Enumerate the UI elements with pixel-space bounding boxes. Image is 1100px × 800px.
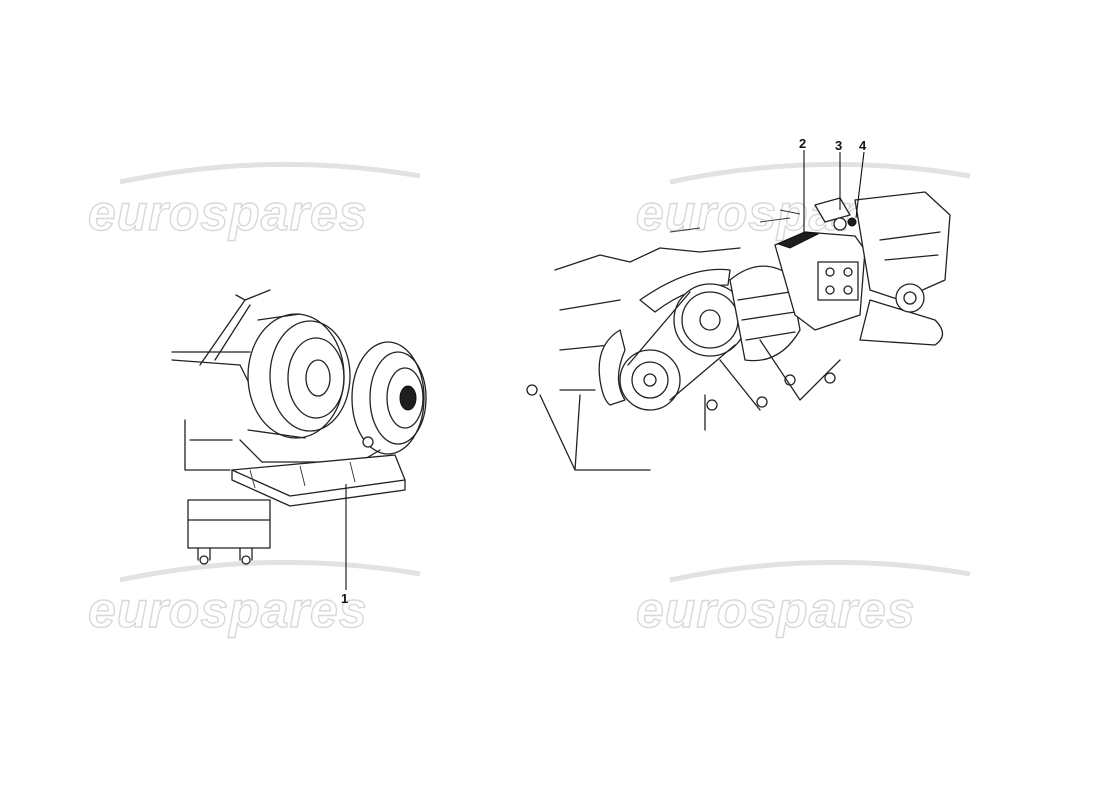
watermark-top-left: eurospares [87, 161, 421, 242]
second-pulley [351, 341, 425, 455]
svg-text:eurospares: eurospares [88, 582, 368, 638]
callout-2: 2 [799, 136, 806, 233]
alternator [729, 265, 801, 362]
svg-text:2: 2 [799, 136, 806, 151]
svg-text:1: 1 [341, 591, 348, 606]
svg-text:eurospares: eurospares [636, 185, 916, 241]
mounting-stud [814, 197, 851, 223]
callout-1: 1 [341, 484, 348, 606]
watermark-top-right: eurospares [635, 161, 971, 242]
tensioner-arm [859, 299, 944, 346]
right-engine-assembly [526, 191, 951, 471]
svg-text:eurospares: eurospares [636, 582, 916, 638]
washer-nut [833, 217, 847, 231]
watermark-bottom-left: eurospares [87, 559, 421, 639]
left-pulley-assembly [171, 289, 427, 565]
callout-3: 3 [835, 138, 842, 210]
drive-belt [627, 291, 736, 401]
callout-4: 4 [855, 138, 867, 219]
watermark-bottom-right: eurospares [635, 559, 971, 639]
mount-block [187, 499, 271, 549]
svg-text:3: 3 [835, 138, 842, 153]
belt-cover [854, 191, 951, 301]
svg-text:eurospares: eurospares [88, 185, 368, 241]
guard-plate [231, 454, 406, 497]
svg-text:4: 4 [859, 138, 867, 153]
alternator-bracket [774, 231, 866, 331]
hose-upper [639, 268, 731, 313]
hose-lower [598, 329, 626, 406]
